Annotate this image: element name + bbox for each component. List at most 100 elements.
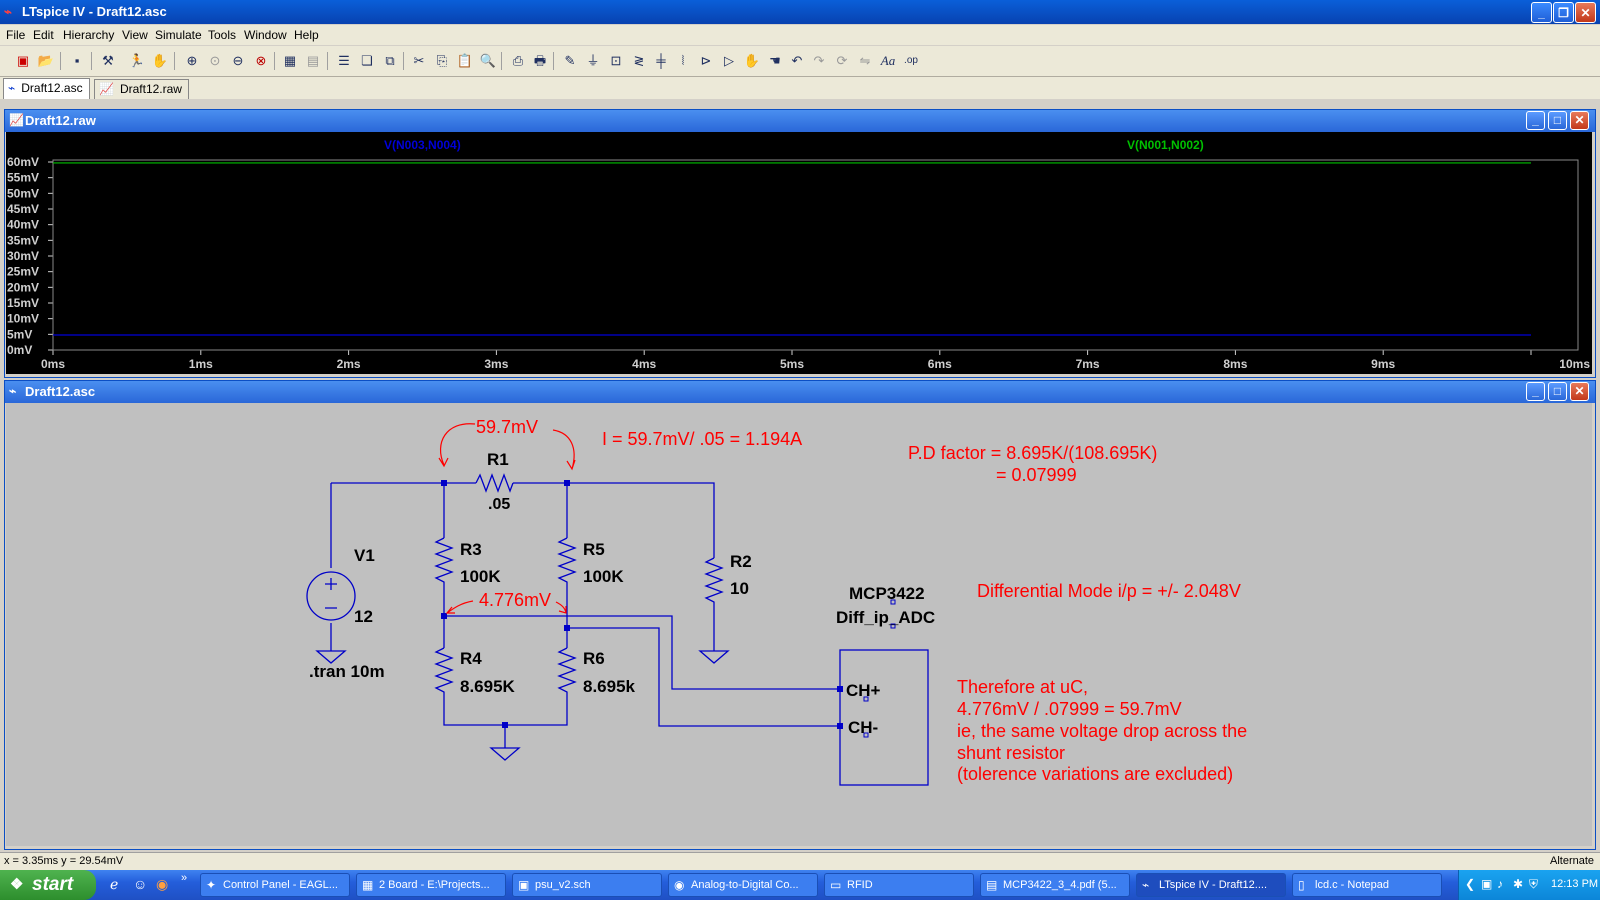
v1-name[interactable]: V1 <box>354 546 375 565</box>
tab-draft12-raw[interactable]: 📈Draft12.raw <box>94 79 189 99</box>
r3-name[interactable]: R3 <box>460 540 482 559</box>
ground-symbol[interactable] <box>489 747 521 761</box>
cut-icon[interactable]: ✂ <box>413 53 425 68</box>
security-icon[interactable]: ⛨ <box>1529 877 1539 891</box>
zoom-out-icon[interactable]: ⊖ <box>232 53 244 68</box>
zoom-in-icon[interactable]: ⊕ <box>186 53 198 68</box>
annotation-note-4[interactable]: shunt resistor <box>957 743 1065 763</box>
resistor-r5[interactable] <box>557 537 577 593</box>
menu-view[interactable]: View <box>122 28 148 42</box>
taskbar-item-eagle[interactable]: ✦Control Panel - EAGL... <box>200 873 350 897</box>
resistor-r1[interactable] <box>475 473 514 493</box>
r3-value[interactable]: 100K <box>460 567 501 586</box>
copy-icon[interactable]: ⎘ <box>436 53 448 68</box>
drag-icon[interactable]: ☚ <box>769 53 781 68</box>
r5-name[interactable]: R5 <box>583 540 605 559</box>
volume-icon[interactable]: ♪ <box>1497 877 1503 891</box>
taskbar-item-psu-sch[interactable]: ▣psu_v2.sch <box>512 873 662 897</box>
open-icon[interactable]: 📂 <box>37 53 55 68</box>
save-icon[interactable]: ▪ <box>74 53 80 68</box>
annotation-note-2[interactable]: 4.776mV / .07999 = 59.7mV <box>957 699 1182 719</box>
ground-symbol[interactable] <box>315 650 347 664</box>
wire[interactable] <box>567 627 840 727</box>
annotation-note-5[interactable]: (tolerence variations are excluded) <box>957 764 1233 784</box>
wire[interactable] <box>567 482 715 558</box>
r2-value[interactable]: 10 <box>730 579 749 598</box>
tab-draft12-asc[interactable]: ⌁Draft12.asc <box>3 78 90 99</box>
resistor-r2[interactable] <box>704 557 724 613</box>
annotation-diff-voltage[interactable]: 4.776mV <box>479 590 551 610</box>
annotation-note-3[interactable]: ie, the same voltage drop across the <box>957 721 1247 741</box>
messenger-icon[interactable]: ☺ <box>133 876 148 892</box>
r6-value[interactable]: 8.695k <box>583 677 636 696</box>
control-panel-icon[interactable]: ⚒ <box>102 53 114 68</box>
r4-name[interactable]: R4 <box>460 649 482 668</box>
internet-explorer-icon[interactable]: ℯ <box>110 876 119 892</box>
ground-icon[interactable]: ⏚ <box>586 53 600 68</box>
minimize-button[interactable]: _ <box>1531 2 1552 23</box>
tile-horizontal-icon[interactable]: ☰ <box>338 53 350 68</box>
r1-name[interactable]: R1 <box>487 450 509 469</box>
menu-help[interactable]: Help <box>294 28 319 42</box>
move-icon[interactable]: ✋ <box>743 53 761 68</box>
label-icon[interactable]: ⊡ <box>610 53 622 68</box>
tray-app-icon[interactable]: ▣ <box>1481 877 1493 891</box>
annotation-drop-label[interactable]: 59.7mV <box>476 417 538 437</box>
clock[interactable]: 12:13 PM <box>1551 878 1599 890</box>
resistor-icon[interactable]: ≷ <box>633 53 645 68</box>
find-icon[interactable]: 🔍 <box>479 53 497 68</box>
r6-name[interactable]: R6 <box>583 649 605 668</box>
diode-icon[interactable]: ⊳ <box>700 53 712 68</box>
print-setup-icon[interactable]: ⎙ <box>512 53 524 68</box>
close-button[interactable]: ✕ <box>1575 2 1596 23</box>
r2-name[interactable]: R2 <box>730 552 752 571</box>
rotate-icon[interactable]: ⟳ <box>836 53 848 68</box>
capacitor-icon[interactable]: ╪ <box>656 53 666 68</box>
adc-block[interactable] <box>839 649 929 786</box>
taskbar-item-pdf[interactable]: ▤MCP3422_3_4.pdf (5... <box>980 873 1130 897</box>
r5-value[interactable]: 100K <box>583 567 624 586</box>
annotation-pd-factor[interactable]: P.D factor = 8.695K/(108.695K) <box>908 443 1157 463</box>
waveform-close-button[interactable]: ✕ <box>1570 111 1589 130</box>
resistor-r6[interactable] <box>557 647 577 703</box>
firefox-icon[interactable]: ◉ <box>156 876 169 892</box>
quick-launch-more-icon[interactable]: » <box>181 872 188 884</box>
adc-name[interactable]: MCP3422 <box>849 584 925 603</box>
inductor-icon[interactable]: ⦚ <box>681 53 685 68</box>
cascade-icon[interactable]: ❏ <box>361 53 373 68</box>
adc-pin-ch-minus[interactable]: CH- <box>848 718 878 737</box>
taskbar-item-board[interactable]: ▦2 Board - E:\Projects... <box>356 873 506 897</box>
menu-simulate[interactable]: Simulate <box>155 28 202 42</box>
text-icon[interactable]: Aa <box>880 53 896 68</box>
wire[interactable] <box>444 615 840 690</box>
pan-icon[interactable]: ⊙ <box>209 53 221 68</box>
voltage-source-v1[interactable] <box>306 571 356 621</box>
menu-window[interactable]: Window <box>244 28 287 42</box>
mirror-icon[interactable]: ⇋ <box>859 53 871 68</box>
adc-pin-ch-plus[interactable]: CH+ <box>846 681 881 700</box>
resistor-r3[interactable] <box>434 537 454 593</box>
annotation-note-1[interactable]: Therefore at uC, <box>957 677 1088 697</box>
new-schematic-icon[interactable]: ▣ <box>16 53 30 68</box>
network-icon[interactable]: ✱ <box>1513 877 1524 891</box>
schematic-canvas[interactable]: R1 .05 V1 12 .tran 10m R3 100K R5 100K R… <box>6 403 1592 846</box>
ltspice-app-icon[interactable]: ⌁ <box>4 4 12 19</box>
menu-file[interactable]: File <box>6 28 26 42</box>
annotation-pd-result[interactable]: = 0.07999 <box>996 465 1077 485</box>
tray-arrow-icon[interactable]: ❮ <box>1465 877 1476 891</box>
annotation-diff-mode[interactable]: Differential Mode i/p = +/- 2.048V <box>977 581 1241 601</box>
component-icon[interactable]: ▷ <box>724 53 734 68</box>
r4-value[interactable]: 8.695K <box>460 677 516 696</box>
waveform-minimize-button[interactable]: _ <box>1526 111 1545 130</box>
r1-value[interactable]: .05 <box>488 496 510 513</box>
trace-label-n003-n004[interactable]: V(N003,N004) <box>384 138 461 152</box>
ground-symbol[interactable] <box>698 650 730 664</box>
wire-icon[interactable]: ✎ <box>564 53 576 68</box>
restore-button[interactable]: ❐ <box>1553 2 1574 23</box>
waveform-maximize-button[interactable]: □ <box>1548 111 1567 130</box>
run-icon[interactable]: 🏃 <box>128 53 146 68</box>
taskbar-item-rfid[interactable]: ▭RFID <box>824 873 974 897</box>
taskbar-item-firefox[interactable]: ◉Analog-to-Digital Co... <box>668 873 818 897</box>
menu-tools[interactable]: Tools <box>208 28 237 42</box>
